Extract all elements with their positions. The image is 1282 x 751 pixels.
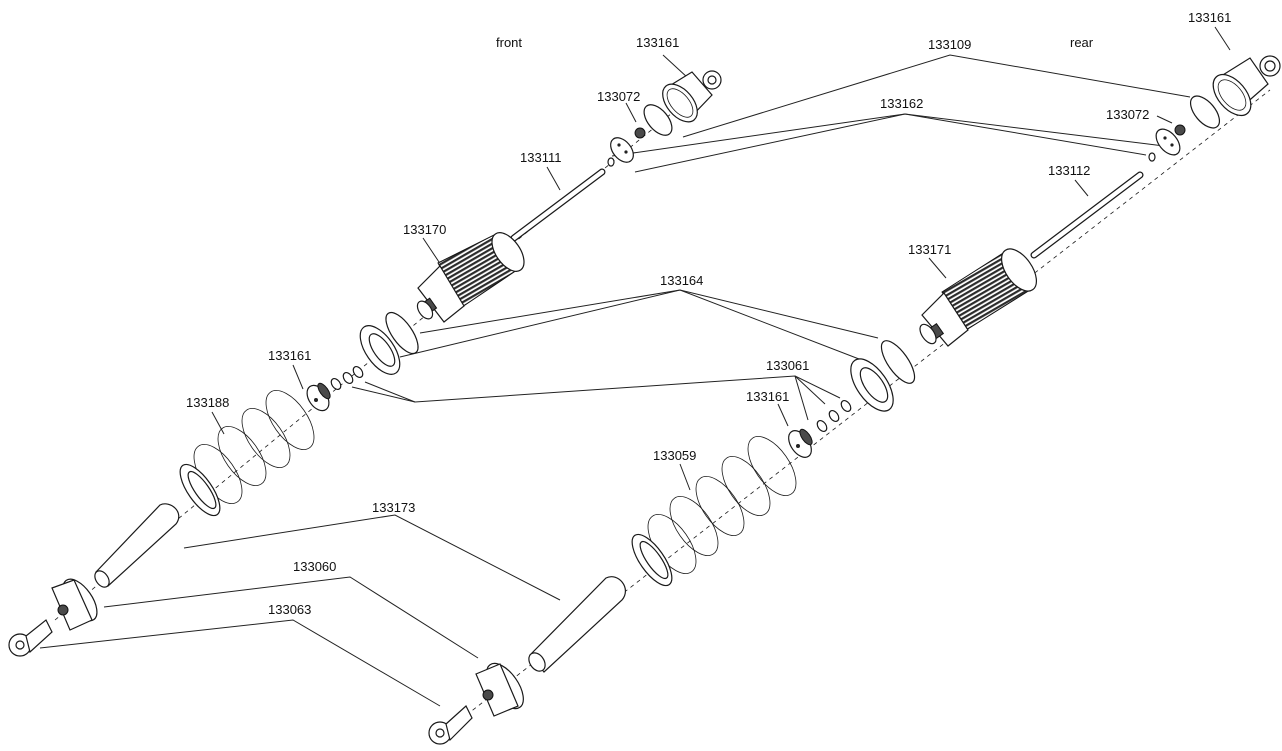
front-shock-shaft <box>510 168 606 242</box>
callout-133162: 133162 <box>880 96 923 111</box>
callout-133072-front: 133072 <box>597 89 640 104</box>
front-o-ring <box>385 311 419 355</box>
front-shock-body <box>416 232 525 323</box>
rear-nut <box>1174 124 1186 136</box>
rear-heading: rear <box>1070 35 1094 50</box>
front-spring <box>179 390 315 517</box>
front-shock-assembly <box>8 70 722 657</box>
callout-133171: 133171 <box>908 242 951 257</box>
diagram-labels: front rear 133161 133161 133109 133072 1… <box>186 10 1231 617</box>
rear-spring <box>631 436 797 587</box>
rear-shock-shaft <box>1030 171 1144 259</box>
callout-133161-front-cap: 133161 <box>636 35 679 50</box>
callout-133063: 133063 <box>268 602 311 617</box>
callout-133164: 133164 <box>660 273 703 288</box>
front-heading: front <box>496 35 522 50</box>
callout-133188: 133188 <box>186 395 229 410</box>
rear-washer <box>1148 152 1156 162</box>
callout-133112: 133112 <box>1048 163 1090 178</box>
callout-133170: 133170 <box>403 222 446 237</box>
front-washer <box>607 157 615 167</box>
front-rod-end <box>8 619 53 657</box>
front-boot <box>94 503 180 588</box>
rear-o-ring <box>880 340 916 384</box>
rear-lower-cup <box>475 662 524 717</box>
front-spacer <box>352 365 364 379</box>
callout-133111: 133111 <box>520 150 561 165</box>
callout-133161-rear-cap: 133161 <box>1188 10 1231 25</box>
callout-133060: 133060 <box>293 559 336 574</box>
callout-133059: 133059 <box>653 448 696 463</box>
front-top-cap <box>662 70 722 123</box>
rear-rod-end <box>428 705 473 745</box>
front-collar-inner <box>368 333 396 367</box>
rear-top-cap <box>1212 55 1281 117</box>
rear-shock-body <box>919 248 1038 347</box>
rear-spacer <box>840 399 852 413</box>
front-piston-plate <box>610 137 634 163</box>
rear-piston-plate <box>1155 128 1181 156</box>
rear-shock-assembly <box>428 55 1281 745</box>
callout-133161-rear-seat: 133161 <box>746 389 789 404</box>
rear-bladder <box>1189 95 1221 129</box>
callout-133109: 133109 <box>928 37 971 52</box>
front-lower-cup <box>51 578 98 631</box>
front-bladder <box>643 104 673 136</box>
rear-spring-seat <box>788 428 813 458</box>
leader-lines <box>39 26 1231 707</box>
callout-133161-front-seat: 133161 <box>268 348 311 363</box>
front-spring-seat <box>306 382 331 412</box>
callout-133173: 133173 <box>372 500 415 515</box>
callout-133061: 133061 <box>766 358 809 373</box>
callout-133072-rear: 133072 <box>1106 107 1149 122</box>
rear-boot <box>528 576 626 673</box>
front-nut <box>634 127 646 139</box>
